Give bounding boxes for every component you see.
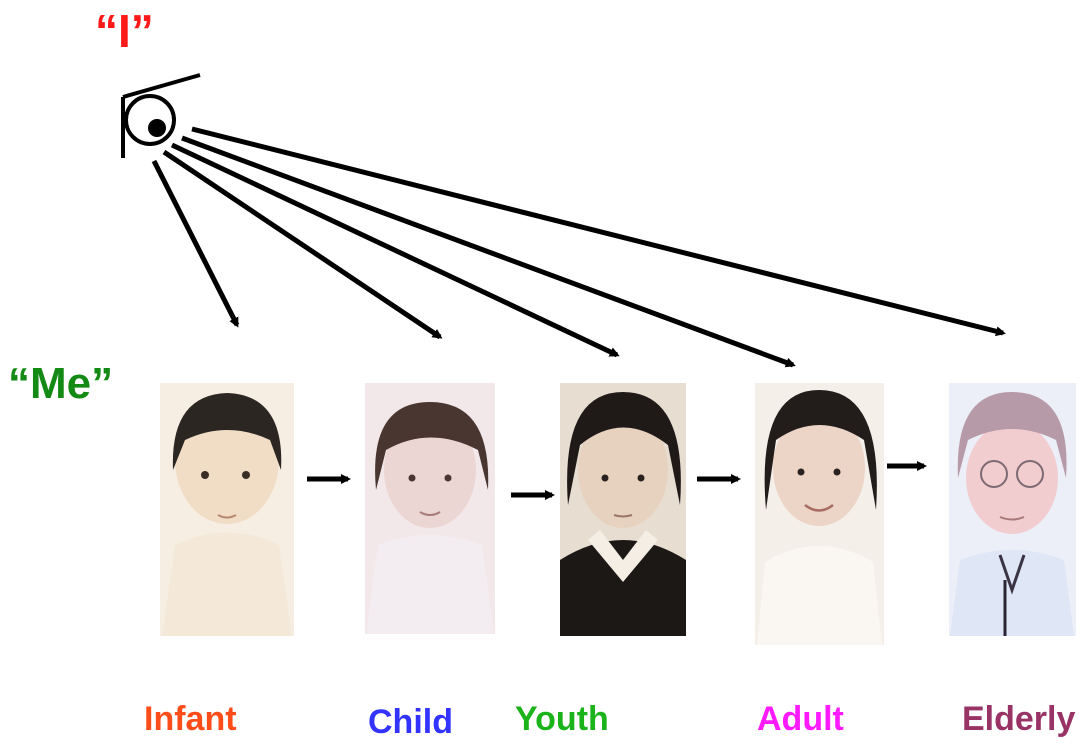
youth-portrait — [560, 383, 686, 636]
gaze-arrow-youth — [170, 142, 620, 358]
gaze-arrow-child — [162, 149, 443, 340]
stage-label-adult: Adult — [757, 700, 844, 738]
infant-portrait — [160, 383, 294, 636]
eye-icon — [121, 73, 201, 158]
child-portrait — [365, 383, 495, 634]
gaze-arrow-elderly — [191, 126, 1006, 337]
elderly-portrait — [949, 383, 1076, 636]
stage-label-child: Child — [368, 703, 453, 741]
progression-arrows — [307, 461, 927, 500]
gaze-arrows — [151, 126, 1006, 368]
adult-portrait — [755, 383, 884, 645]
stage-label-infant: Infant — [144, 700, 237, 738]
stage-label-elderly: Elderly — [962, 700, 1076, 738]
self-i-label: “I” — [95, 5, 154, 57]
self-me-label: “Me” — [8, 359, 114, 408]
stage-label-youth: Youth — [515, 700, 609, 738]
gaze-arrow-adult — [181, 135, 796, 368]
gaze-arrow-infant — [151, 159, 240, 328]
